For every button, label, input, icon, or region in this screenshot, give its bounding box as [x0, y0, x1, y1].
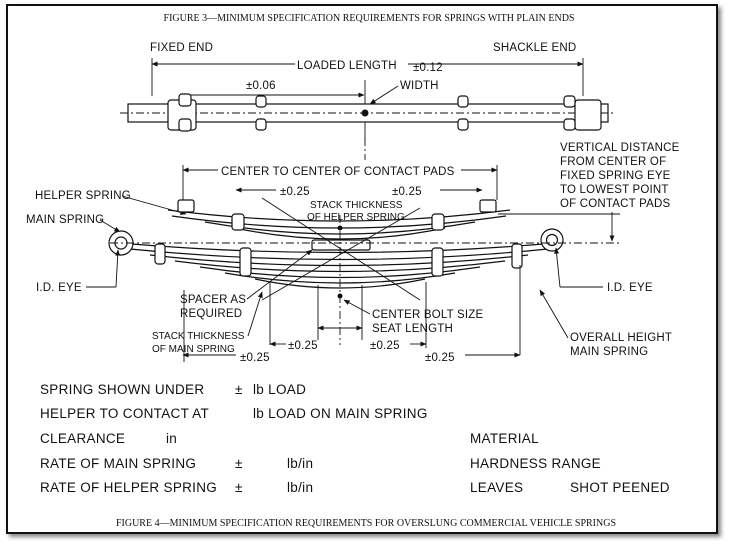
fixed-end-label: FIXED END: [150, 42, 213, 54]
specification-table: SPRING SHOWN UNDER ± lb LOAD HELPER TO C…: [40, 382, 670, 495]
shot-peened-label: SHOT PEENED: [570, 480, 670, 495]
spec-row-1-plusminus: ±: [235, 382, 243, 397]
helper-spring-label: HELPER SPRING: [35, 190, 131, 202]
spec-row-3-unit: in: [166, 431, 177, 446]
figure-frame: [6, 4, 718, 534]
shackle-end-label: SHACKLE END: [493, 42, 576, 54]
loaded-length-label: LOADED LENGTH: [297, 60, 397, 72]
material-label: MATERIAL: [470, 431, 539, 446]
vertical-distance-label-1: VERTICAL DISTANCE: [560, 142, 680, 154]
vertical-distance-label-2: FROM CENTER OF: [560, 156, 666, 168]
hardness-range-label: HARDNESS RANGE: [470, 456, 601, 471]
center-bolt-label: CENTER BOLT SIZE: [372, 309, 484, 321]
overall-height-label-2: MAIN SPRING: [570, 346, 648, 358]
vertical-distance-label-5: OF CONTACT PADS: [560, 198, 670, 210]
figure-3-caption: FIGURE 3—MINIMUM SPECIFICATION REQUIREME…: [164, 13, 575, 24]
helper-left-tolerance: ±0.25: [280, 186, 310, 198]
seat-left-tolerance: ±0.25: [288, 340, 318, 352]
spec-row-4-unit: lb/in: [287, 456, 313, 471]
spec-row-1-label: SPRING SHOWN UNDER: [40, 382, 204, 397]
leaves-label: LEAVES: [470, 480, 523, 495]
helper-right-tolerance: ±0.25: [392, 186, 422, 198]
id-eye-left-label: I.D. EYE: [36, 282, 82, 294]
spec-row-4-label: RATE OF MAIN SPRING: [40, 456, 196, 471]
center-tolerance: ±0.06: [246, 80, 276, 92]
stack-helper-label-1: STACK THICKNESS: [310, 200, 403, 211]
vertical-distance-label-3: FIXED SPRING EYE: [560, 170, 671, 182]
stack-main-label-2: OF MAIN SPRING: [152, 344, 235, 355]
right-pad-tolerance: ±0.25: [425, 352, 455, 364]
width-label: WIDTH: [400, 80, 439, 92]
seat-right-tolerance: ±0.25: [370, 340, 400, 352]
vertical-distance-label-4: TO LOWEST POINT: [560, 184, 669, 196]
stack-main-label-1: STACK THICKNESS: [152, 331, 245, 342]
overall-height-label-1: OVERALL HEIGHT: [570, 332, 672, 344]
main-spring-label: MAIN SPRING: [26, 214, 104, 226]
spec-row-5-unit: lb/in: [287, 480, 313, 495]
spec-row-2-label: HELPER TO CONTACT AT: [40, 406, 209, 421]
spec-row-5-plusminus: ±: [235, 480, 243, 495]
center-to-center-label: CENTER TO CENTER OF CONTACT PADS: [221, 166, 455, 178]
figure-3-plain-ends: FIXED END SHACKLE END LOADED LENGTH ±0.1…: [120, 42, 616, 160]
spec-row-2-unit: lb LOAD ON MAIN SPRING: [253, 406, 428, 421]
spec-row-5-label: RATE OF HELPER SPRING: [40, 480, 217, 495]
left-pad-tolerance: ±0.25: [240, 352, 270, 364]
spec-row-4-plusminus: ±: [235, 456, 243, 471]
spec-row-1-unit: lb LOAD: [253, 382, 306, 397]
loaded-length-tolerance: ±0.12: [413, 62, 443, 74]
figure-4-caption: FIGURE 4—MINIMUM SPECIFICATION REQUIREME…: [116, 518, 616, 529]
id-eye-right-label: I.D. EYE: [607, 282, 653, 294]
spacer-label-2: REQUIRED: [180, 308, 242, 320]
seat-length-label: SEAT LENGTH: [372, 323, 453, 335]
figure-4-overslung: CENTER TO CENTER OF CONTACT PADS VERTICA…: [26, 142, 680, 364]
spec-row-3-label: CLEARANCE: [40, 431, 125, 446]
stack-helper-label-2: OF HELPER SPRING: [307, 212, 405, 223]
spacer-label-1: SPACER AS: [180, 294, 246, 306]
